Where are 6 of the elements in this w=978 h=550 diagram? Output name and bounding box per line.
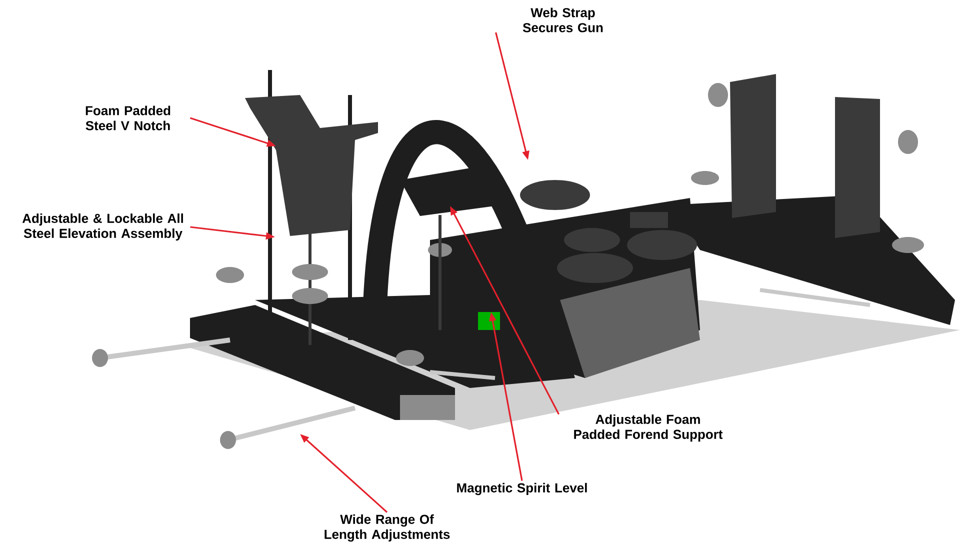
callout-label: Wide Range Of Length Adjustments [324,514,450,542]
callout-label: Web Strap Secures Gun [522,8,603,32]
callout-label: Foam Padded Steel V Notch [86,106,170,130]
callout-label: Magnetic Spirit Level [457,482,587,496]
callout-label: Adjustable & Lockable All Steel Elevation Assembly [22,213,183,241]
callout-label: Adjustable Foam Padded Forend Support [574,414,723,442]
